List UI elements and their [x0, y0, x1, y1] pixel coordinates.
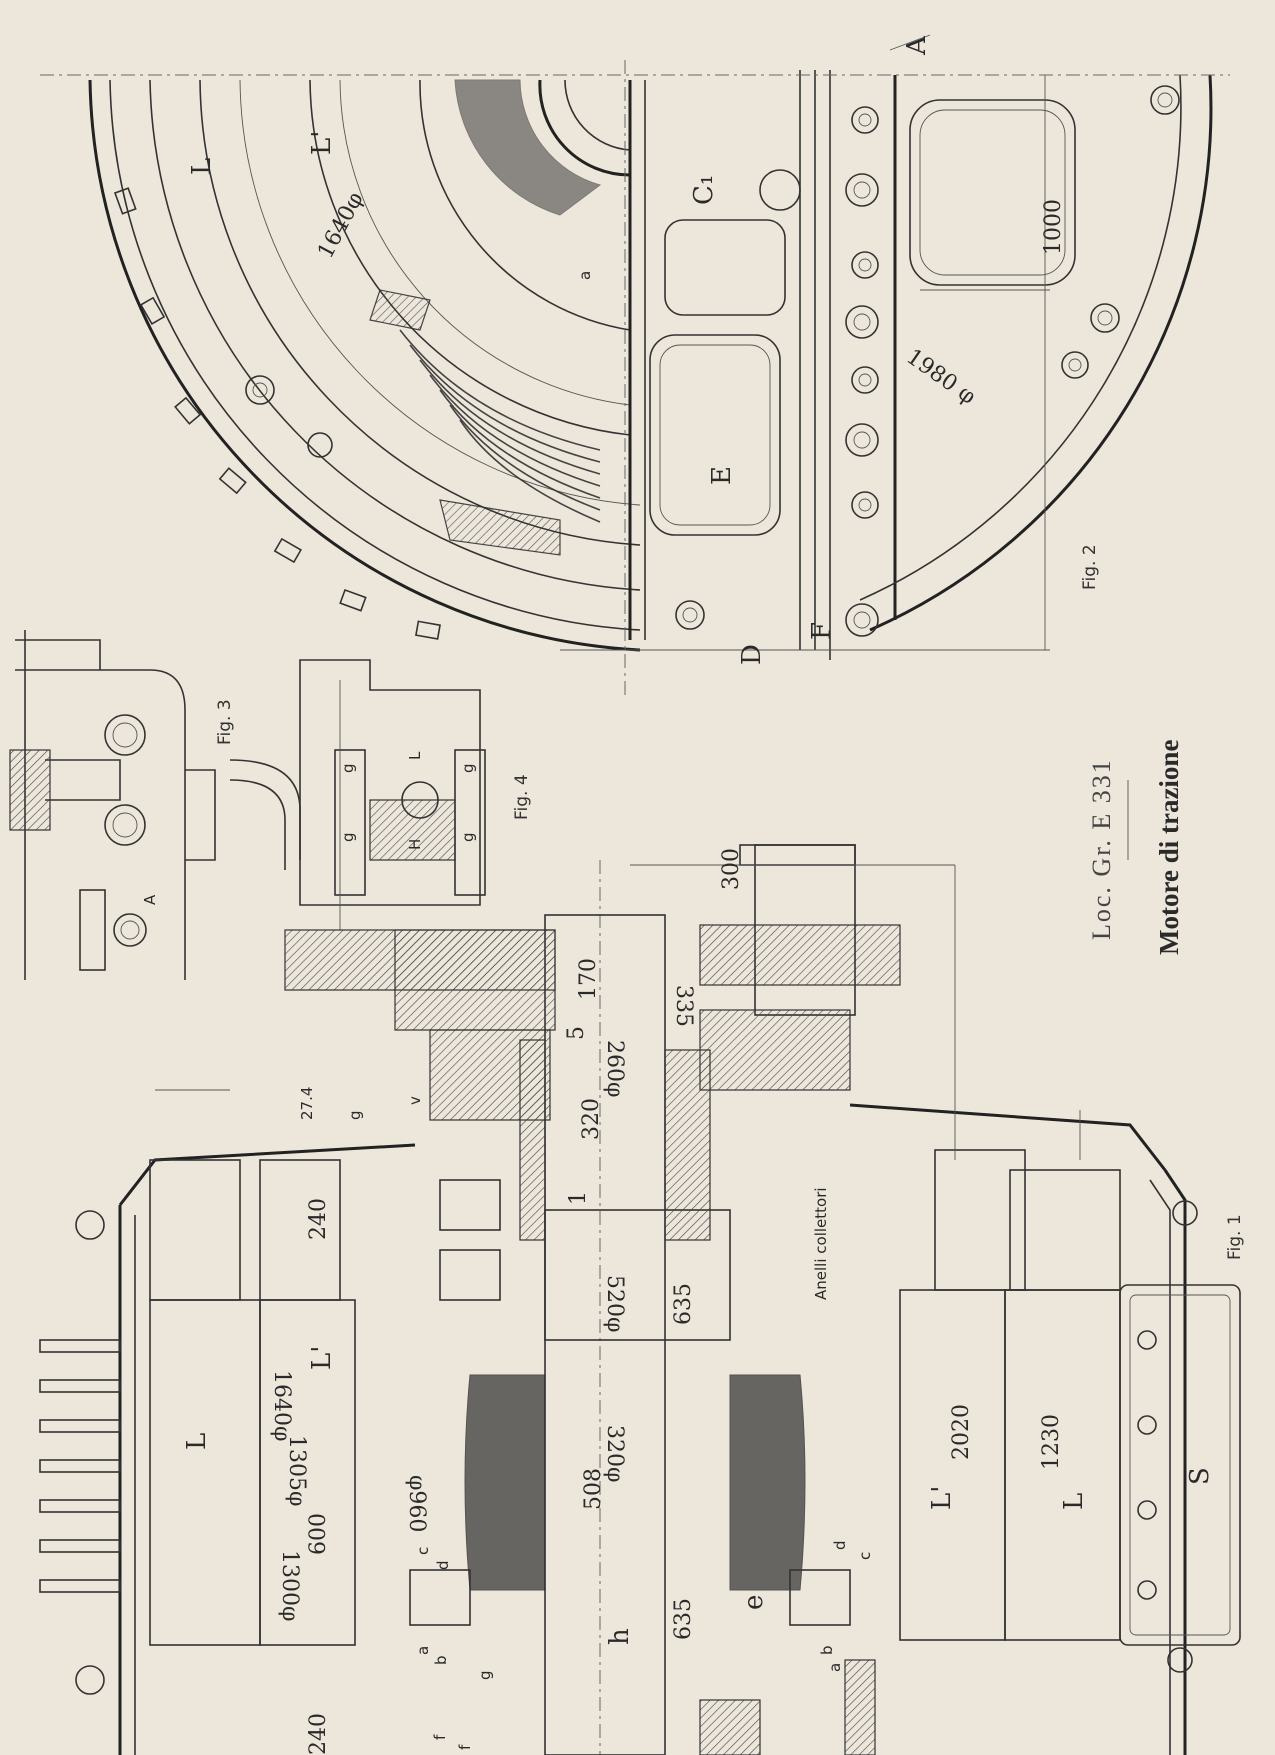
- fig1-label-e: e: [739, 1595, 769, 1610]
- fig1-label-Lprime-bottom: L': [927, 1486, 957, 1510]
- fig1-dim-300: 300: [719, 848, 744, 890]
- fig1-dim-1640: 1640φ: [269, 1370, 294, 1441]
- title-locomotive: Loc. Gr. E 331: [1087, 758, 1116, 940]
- fig1-dim-170: 170: [576, 958, 601, 1000]
- fig1-dim-2020: 2020: [949, 1404, 974, 1460]
- fig2-label-A: A: [902, 35, 932, 56]
- fig4-label-g3: g: [459, 763, 477, 773]
- fig1-dim-27-4: 27.4: [298, 1087, 316, 1120]
- title-block: Loc. Gr. E 331 Motore di trazione: [1087, 740, 1184, 955]
- fig2-coils: [369, 289, 601, 556]
- fig1-dim-320-core: 320φ: [602, 1425, 627, 1482]
- fig2-caption: Fig. 2: [1080, 544, 1100, 590]
- fig2-dim-1980: 1980 φ: [902, 344, 981, 409]
- fig4-label-g2: g: [339, 832, 357, 842]
- fig1-label-f-2: f: [456, 1744, 474, 1750]
- fig1-dim-1300: 1300φ: [277, 1550, 302, 1621]
- fig4-caption: Fig. 4: [512, 774, 532, 820]
- title-motor: Motore di trazione: [1154, 740, 1184, 955]
- fig1-label-L-top: L: [182, 1433, 212, 1450]
- fig1-dim-320-shaft: 320: [579, 1098, 604, 1140]
- fig1-label-a-top: a: [414, 1646, 432, 1655]
- fig1-label-d-top: d: [434, 1560, 452, 1570]
- fig1-label-c-top: c: [414, 1547, 432, 1555]
- fig1-label-d-bottom: d: [831, 1540, 849, 1550]
- fig1-label-v: v: [406, 1096, 424, 1105]
- fig2-dim-1000: 1000: [1041, 199, 1066, 255]
- fig1-bottom-bolts: [75, 1200, 1198, 1695]
- fig1-dim-960: φ960: [404, 1475, 429, 1532]
- fig1-dim-600: 600: [306, 1513, 331, 1555]
- fig3-caption: Fig. 3: [215, 699, 235, 745]
- fig1-label-c-bottom: c: [856, 1552, 874, 1560]
- fig1-dim-335: 335: [671, 985, 696, 1027]
- fig1-dim-1230: 1230: [1039, 1414, 1064, 1470]
- fig1-dim-240-top: 240: [306, 1198, 331, 1240]
- fig2-label-D: D: [737, 644, 767, 665]
- fig2-end-view: A C₁ L L' 1640φ 1000 1980 φ E D F a Fig.…: [40, 34, 1230, 700]
- fig3-detail: A Fig. 3: [9, 630, 235, 980]
- fig4-label-g4: g: [459, 832, 477, 842]
- fig1-label-anelli: Anelli collettori: [812, 1187, 830, 1300]
- fig1-label-g-top: g: [346, 1110, 364, 1120]
- fig2-label-L: L: [187, 158, 217, 175]
- fig2-label-a: a: [576, 271, 594, 280]
- fig2-label-Lprime: L': [307, 131, 337, 155]
- fig1-label-Lprime-top: L': [307, 1346, 337, 1370]
- fig1-dim-635-b: 635: [671, 1598, 696, 1640]
- fig1-dim-260: 260φ: [602, 1040, 627, 1097]
- fig1-dim-635-a: 635: [671, 1283, 696, 1325]
- fig1-dim-1: 1: [566, 1191, 591, 1205]
- fig1-label-f-1: f: [431, 1734, 449, 1740]
- fig1-label-S: S: [1185, 1467, 1215, 1485]
- fig1-dim-5: 5: [564, 1026, 589, 1040]
- fig1-caption: Fig. 1: [1225, 1214, 1245, 1260]
- fig1-label-a-bottom: a: [826, 1663, 844, 1672]
- fig1-terminal-studs: [39, 1339, 121, 1593]
- fig2-ring-bolts: [113, 187, 441, 640]
- fig2-label-F: F: [807, 622, 837, 640]
- fig1-label-b-bottom: b: [818, 1645, 836, 1655]
- fig4-label-g1: g: [339, 763, 357, 773]
- fig1-dim-1305: 1305φ: [284, 1435, 309, 1506]
- fig1-dim-240-bottom: 240: [306, 1713, 331, 1755]
- fig2-label-C1: C₁: [689, 175, 719, 205]
- fig1-section: 300 335 170 5 260φ 320 1 520φ 635 320φ 5…: [39, 844, 1245, 1755]
- fig2-label-E: E: [707, 466, 737, 485]
- fig1-dim-508: 508: [581, 1468, 606, 1510]
- fig3-label-A: A: [141, 894, 159, 905]
- fig4-label-L: L: [406, 751, 424, 760]
- fig4-detail: L H g g g g Fig. 4: [229, 659, 532, 930]
- fig1-dim-520: 520φ: [602, 1275, 627, 1332]
- fig1-label-b-top: b: [432, 1655, 450, 1665]
- fig2-bolts: [245, 85, 1180, 637]
- fig1-label-h: h: [605, 1628, 635, 1645]
- fig4-label-H: H: [406, 839, 424, 850]
- fig2-dim-1640: 1640φ: [313, 188, 369, 263]
- fig1-label-L-bottom: L: [1059, 1493, 1089, 1510]
- fig1-label-g-bottom: g: [476, 1670, 494, 1680]
